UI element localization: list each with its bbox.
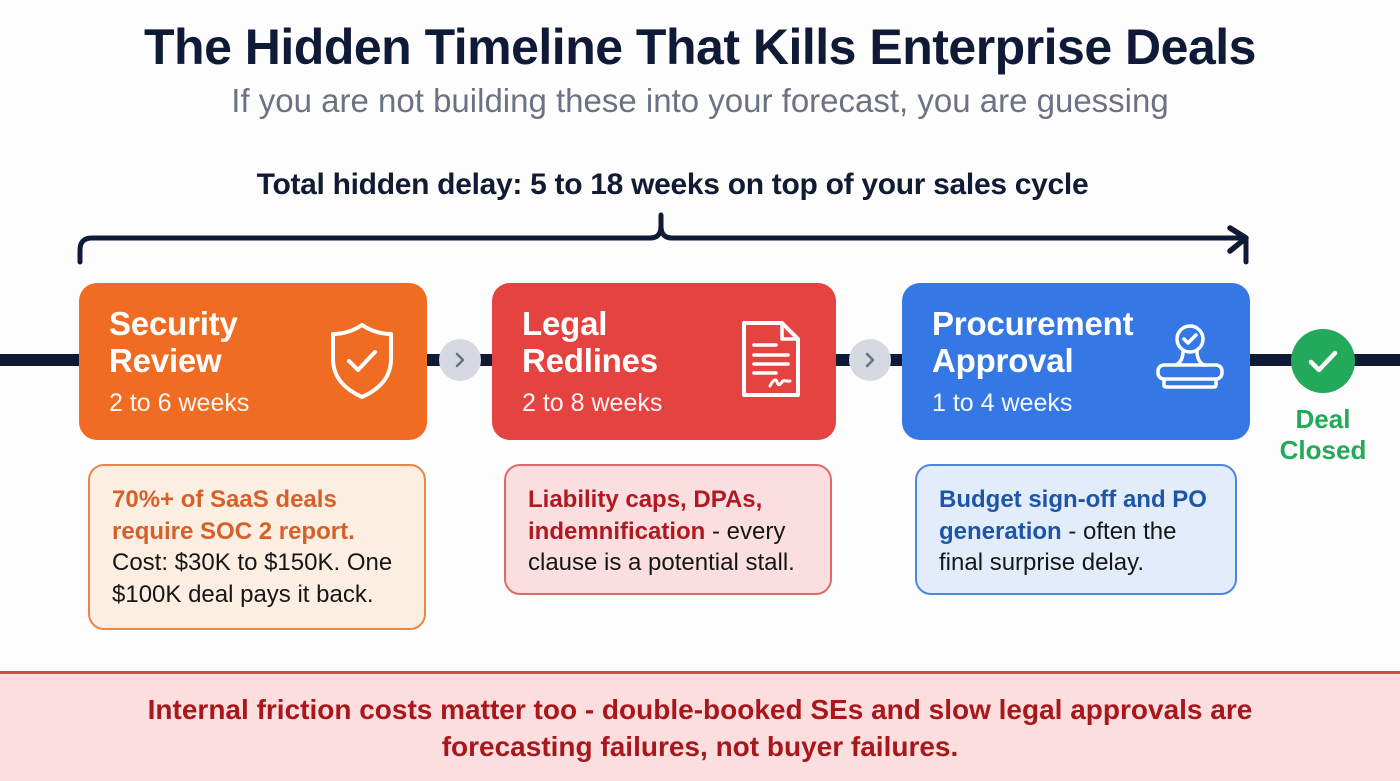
stage-name-line1: Procurement	[932, 305, 1134, 342]
stage-security-review: Security Review 2 to 6 weeks	[79, 283, 427, 440]
note-highlight: Budget sign-off and PO generation	[939, 486, 1207, 545]
approval-stamp-icon	[1156, 324, 1224, 389]
stage-name-line1: Legal	[522, 305, 608, 342]
check-circle-icon	[1291, 329, 1355, 393]
stage-name: Legal Redlines	[522, 305, 806, 379]
page-title: The Hidden Timeline That Kills Enterpris…	[144, 19, 1256, 75]
shield-check-icon	[331, 323, 393, 399]
stage-name-line1: Security	[109, 305, 238, 342]
stage-legal-redlines: Legal Redlines 2 to 8 weeks	[492, 283, 836, 440]
footer-callout: Internal friction costs matter too - dou…	[0, 671, 1400, 781]
note-security: 70%+ of SaaS deals require SOC 2 report.…	[88, 464, 426, 630]
delay-bracket-arrow-icon	[77, 212, 1249, 265]
note-body: - every clause is a potential stall.	[528, 517, 795, 577]
stage-procurement-approval: Procurement Approval 1 to 4 weeks	[902, 283, 1250, 440]
deal-closed-label: Deal Closed	[1263, 404, 1383, 466]
stage-duration: 1 to 4 weeks	[932, 389, 1073, 417]
stage-name-line2: Approval	[932, 342, 1074, 379]
stage-name: Procurement Approval	[932, 305, 1220, 379]
footer-text: Internal friction costs matter too - dou…	[147, 693, 1253, 762]
stage-name: Security Review	[109, 305, 397, 379]
stage-duration: 2 to 6 weeks	[109, 389, 250, 417]
total-delay-label: Total hidden delay: 5 to 18 weeks on top…	[256, 168, 1089, 201]
note-body: Cost: $30K to $150K. One $100K deal pays…	[112, 549, 393, 608]
stage-name-line2: Review	[109, 342, 222, 379]
signed-document-icon	[742, 321, 800, 397]
deal-closed-label-line2: Closed	[1279, 435, 1367, 465]
chevron-right-icon	[849, 339, 891, 381]
page-subtitle: If you are not building these into your …	[231, 82, 1169, 119]
chevron-right-icon	[439, 339, 481, 381]
note-highlight: Liability caps, DPAs, indemnification	[528, 486, 763, 545]
note-highlight: 70%+ of SaaS deals require SOC 2 report.	[112, 486, 355, 545]
note-legal: Liability caps, DPAs, indemnification - …	[504, 464, 832, 595]
deal-closed-label-line1: Deal	[1295, 404, 1351, 434]
stage-name-line2: Redlines	[522, 342, 658, 379]
note-procurement: Budget sign-off and PO generation - ofte…	[915, 464, 1237, 595]
note-body: - often the final surprise delay.	[939, 517, 1177, 577]
stage-duration: 2 to 8 weeks	[522, 389, 663, 417]
